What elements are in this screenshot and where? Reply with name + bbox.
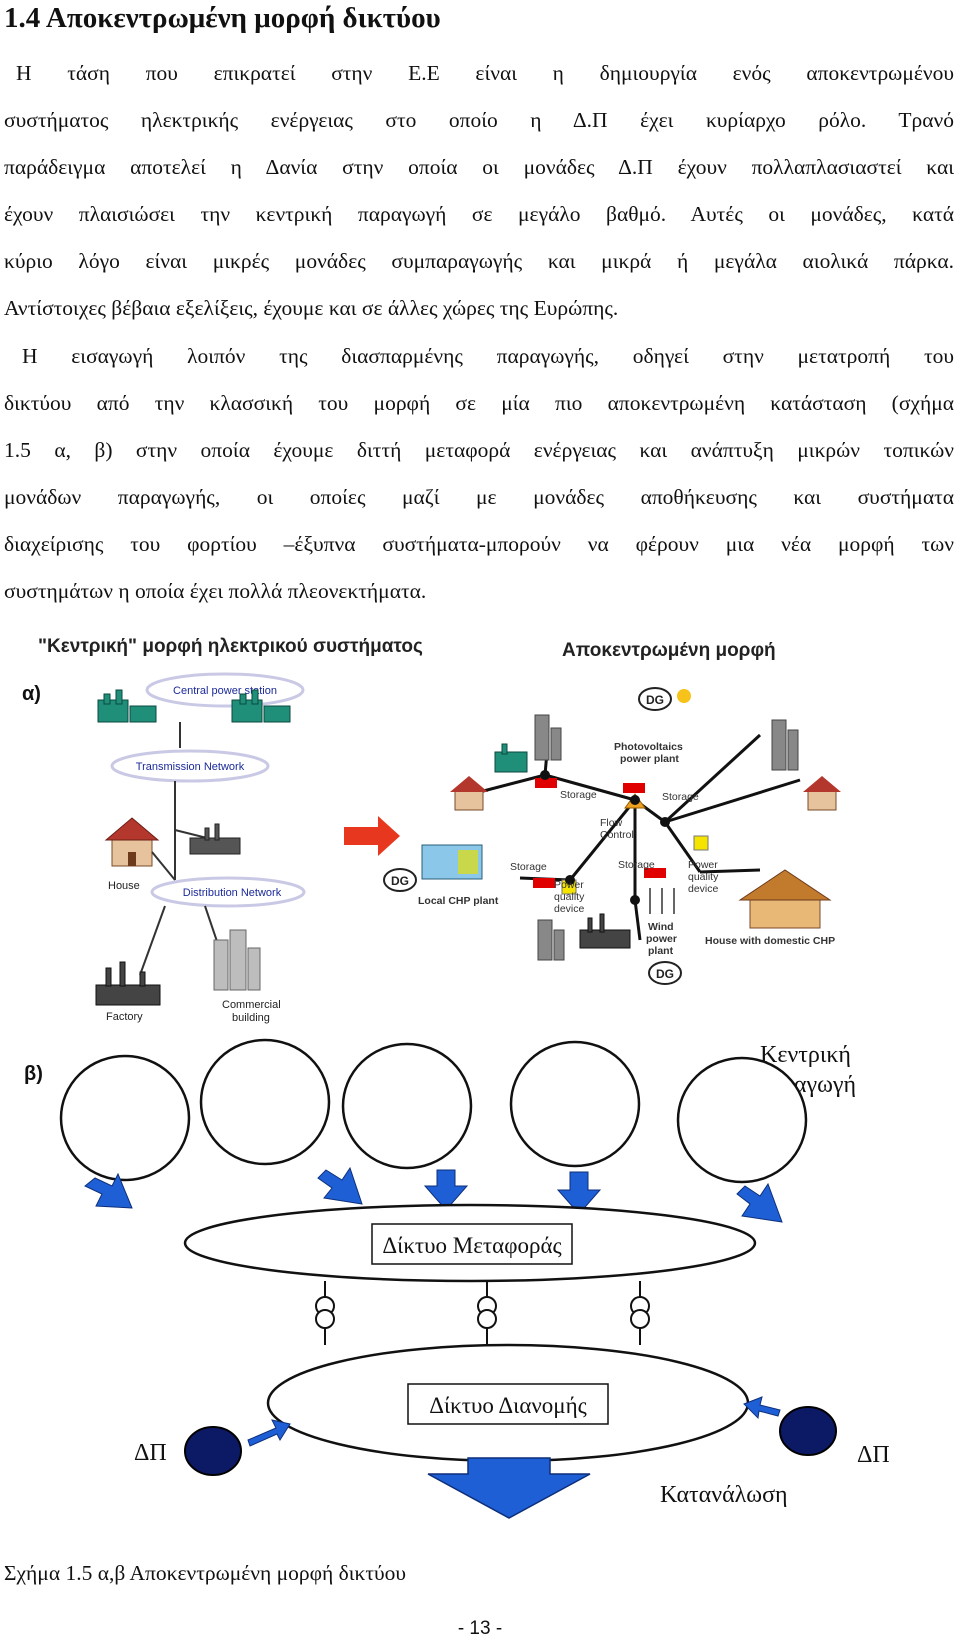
flow-control-label: Control bbox=[600, 829, 634, 841]
paragraph-line: συστημάτων η οποία έχει πολλά πλεονεκτήμ… bbox=[4, 579, 427, 603]
transmission-box bbox=[371, 1223, 573, 1265]
dp-label-right: ΔΠ bbox=[857, 1442, 890, 1468]
plant-icon bbox=[494, 743, 528, 773]
paragraph-line: μονάδων παραγωγής, οι οποίες μαζί με μον… bbox=[4, 485, 954, 509]
power-quality-label: quality bbox=[688, 871, 719, 883]
paragraph-line: συστήματος ηλεκτρικής ενέργειας στο οποί… bbox=[4, 108, 954, 132]
transformer-icon bbox=[315, 1281, 650, 1345]
central-generation-label: Κεντρική bbox=[760, 1042, 851, 1068]
power-quality-marker bbox=[693, 835, 709, 851]
paragraph-1: Η τάση που επικρατεί στην Ε.Ε είναι η δη… bbox=[4, 50, 954, 332]
paragraph-line: έχουν πλαισιώσει την κεντρική παραγωγή σ… bbox=[4, 202, 954, 226]
power-quality-label: quality bbox=[554, 891, 585, 903]
paragraph-line: παράδειγμα αποτελεί η Δανία στην οποία ο… bbox=[4, 155, 954, 179]
house-icon bbox=[104, 817, 160, 867]
svg-text:Distribution Network: Distribution Network bbox=[183, 887, 282, 899]
paragraph-line: Η τάση που επικρατεί στην Ε.Ε είναι η δη… bbox=[16, 61, 954, 85]
transmission-label: Δίκτυο Μεταφοράς bbox=[382, 1233, 561, 1258]
generation-arrow bbox=[84, 1166, 783, 1223]
generator-circle bbox=[59, 1038, 808, 1184]
flow-control-label: Flow bbox=[600, 817, 623, 829]
distribution-network: Distribution Network bbox=[150, 876, 306, 908]
figure-b-label: β) bbox=[24, 1063, 43, 1085]
chp-label: Local CHP plant bbox=[418, 895, 499, 907]
tower-icon bbox=[534, 714, 799, 961]
storage-marker bbox=[533, 778, 666, 888]
chp-plant-icon bbox=[421, 844, 483, 880]
storage-label: Storage bbox=[510, 861, 547, 873]
figure-1-5: α) "Κεντρική" μορφή ηλεκτρικού συστήματο… bbox=[22, 636, 890, 1519]
power-quality-label: device bbox=[554, 903, 585, 915]
section-heading: 1.4 Αποκεντρωμένη μορφή δικτύου bbox=[4, 2, 441, 34]
centralized-title: "Κεντρική" μορφή ηλεκτρικού συστήματος bbox=[38, 636, 423, 657]
factory-icon bbox=[95, 961, 161, 1006]
paragraph-line: δικτύου από την κλασσική του μορφή σε μί… bbox=[4, 391, 954, 415]
sun-icon bbox=[677, 689, 691, 703]
factory-icon bbox=[579, 913, 631, 949]
commercial-building-icon bbox=[213, 929, 261, 991]
network-node bbox=[540, 770, 670, 905]
power-quality-label: Power bbox=[688, 859, 718, 871]
figure-caption: Σχήμα 1.5 α,β Αποκεντρωμένη μορφή δικτύο… bbox=[4, 1561, 407, 1585]
paragraph-line: Αντίστοιχες βέβαια εξελίξεις, έχουμε και… bbox=[4, 296, 619, 320]
power-quality-label: device bbox=[688, 883, 719, 895]
transition-arrow bbox=[344, 816, 400, 856]
commercial-label: building bbox=[232, 1012, 270, 1024]
house-chp-icon bbox=[738, 869, 832, 929]
power-quality-label: Power bbox=[554, 879, 584, 891]
paragraph-line: διαχείρισης του φορτίου –έξυπνα συστήματ… bbox=[4, 532, 954, 556]
figure-a-label: α) bbox=[22, 683, 41, 705]
house-icon bbox=[450, 776, 841, 811]
commercial-label: Commercial bbox=[222, 999, 281, 1011]
wind-label: power bbox=[646, 933, 677, 945]
wind-label: plant bbox=[648, 945, 674, 957]
consumption-arrow bbox=[427, 1457, 591, 1519]
house-chp-label: House with domestic CHP bbox=[705, 935, 835, 947]
dp-arrow bbox=[247, 1419, 291, 1447]
paragraph-2: Η εισαγωγή λοιπόν της διασπαρμένης παραγ… bbox=[4, 333, 954, 615]
storage-label: Storage bbox=[560, 789, 597, 801]
decentralized-title: Αποκεντρωμένη μορφή bbox=[562, 640, 776, 661]
page-number: - 13 - bbox=[457, 1618, 503, 1639]
wind-label: Wind bbox=[648, 921, 674, 933]
central-power-station: Central power station bbox=[97, 672, 305, 723]
paragraph-line: κύριο λόγο είναι μικρές μονάδες συμπαραγ… bbox=[4, 249, 954, 273]
svg-text:Central power station: Central power station bbox=[173, 685, 277, 697]
factory-label: Factory bbox=[106, 1011, 143, 1023]
consumption-label: Κατανάλωση bbox=[660, 1482, 788, 1508]
svg-text:DG: DG bbox=[656, 967, 674, 981]
house-label: House bbox=[108, 880, 140, 892]
paragraph-line: 1.5 α, β) στην οποία έχουμε διττή μεταφο… bbox=[4, 438, 954, 462]
factory-icon bbox=[189, 823, 241, 855]
pv-label: power plant bbox=[620, 753, 679, 765]
svg-text:DG: DG bbox=[391, 874, 409, 888]
svg-text:Transmission Network: Transmission Network bbox=[136, 761, 245, 773]
storage-label: Storage bbox=[618, 859, 655, 871]
dg-badge: DG DG DG bbox=[383, 687, 682, 985]
wind-turbine-icon bbox=[649, 888, 675, 914]
dp-arrow bbox=[743, 1396, 781, 1420]
pv-label: Photovoltaics bbox=[614, 741, 683, 753]
distribution-box bbox=[407, 1383, 609, 1425]
dp-node bbox=[184, 1426, 242, 1476]
storage-label: Storage bbox=[662, 791, 699, 803]
paragraph-line: Η εισαγωγή λοιπόν της διασπαρμένης παραγ… bbox=[22, 344, 954, 368]
svg-text:DG: DG bbox=[646, 693, 664, 707]
transmission-network: Transmission Network bbox=[110, 749, 270, 783]
dp-label-left: ΔΠ bbox=[134, 1440, 167, 1466]
dp-node bbox=[779, 1406, 837, 1456]
distribution-label: Δίκτυο Διανομής bbox=[429, 1393, 587, 1418]
